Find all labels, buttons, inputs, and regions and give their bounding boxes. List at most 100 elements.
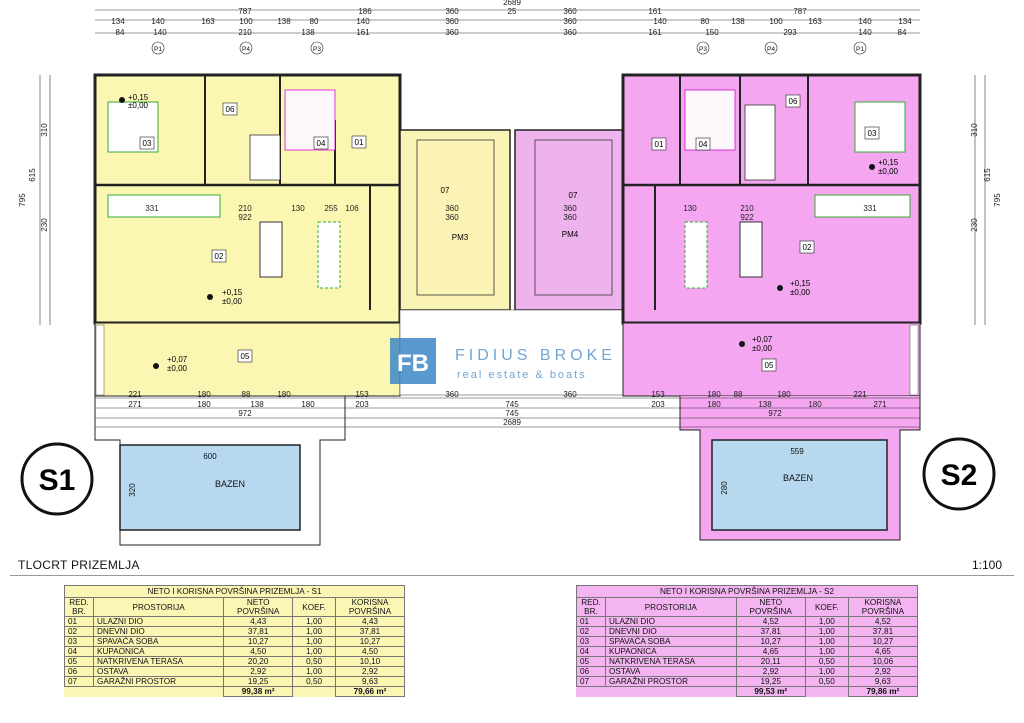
level-crosshairs — [119, 97, 875, 369]
dim-r3-150r: 150 — [705, 28, 719, 37]
dim-r2-134r: 134 — [898, 17, 912, 26]
svg-text:153: 153 — [651, 390, 665, 399]
svg-text:745: 745 — [505, 409, 519, 418]
s2-bed — [854, 101, 906, 153]
table-cell: 0,50 — [804, 676, 849, 687]
svg-text:130: 130 — [291, 204, 305, 213]
svg-text:221: 221 — [128, 390, 142, 399]
table-cell: 10,06 — [847, 656, 919, 667]
table-cell: 10,27 — [735, 636, 806, 647]
room-codes-s2: 01 02 03 04 05 06 — [651, 94, 880, 372]
s2-terrace-steps — [909, 324, 919, 396]
pm3-label: PM3 — [452, 233, 469, 242]
table-s1-h-neto: NETO POVRŠINA — [223, 597, 294, 617]
dim-r3-161r: 161 — [648, 28, 662, 37]
s2-dining-table — [739, 221, 763, 278]
dim-r2-163r: 163 — [808, 17, 822, 26]
svg-text:255: 255 — [324, 204, 338, 213]
s2-sofa — [814, 194, 911, 218]
table-cell: NATKRIVENA TERASA — [605, 656, 737, 667]
svg-text:P1: P1 — [856, 46, 864, 53]
svg-text:88: 88 — [242, 390, 251, 399]
table-s2-h-koef: KOEF. — [804, 597, 849, 617]
dim-r2-138: 138 — [277, 17, 291, 26]
dim-r3-161: 161 — [356, 28, 370, 37]
table-cell: KUPAONICA — [92, 646, 225, 657]
room-codes-s1: 01 02 03 04 05 06 — [139, 102, 367, 363]
table-cell: 4,52 — [735, 616, 806, 627]
table-s2-h-no: RED. BR. — [576, 597, 606, 617]
table-cell: 4,52 — [847, 616, 919, 627]
watermark-title: FIDIUS BROKE — [455, 347, 616, 364]
s1-pool — [119, 444, 301, 531]
dim-r3-84r: 84 — [898, 28, 907, 37]
svg-text:FB: FB — [397, 350, 429, 377]
svg-text:S1: S1 — [39, 464, 76, 497]
svg-text:360: 360 — [563, 204, 577, 213]
watermark-subtitle: real estate & boats — [457, 369, 587, 381]
svg-text:S2: S2 — [941, 459, 978, 492]
table-s1-total-korisna: 79,66 m² — [335, 686, 405, 697]
bottom-dimension-lines — [95, 397, 920, 428]
svg-text:972: 972 — [768, 409, 782, 418]
table-cell: OSTAVA — [605, 666, 737, 677]
top-dimension-chain — [95, 9, 920, 34]
table-s2-total-korisna: 79,86 m² — [847, 686, 919, 697]
table-cell: 4,50 — [223, 646, 294, 657]
table-cell: 1,00 — [292, 626, 337, 637]
table-cell: 07 — [64, 676, 94, 687]
table-cell: 2,92 — [847, 666, 919, 677]
bottom-dimension-text: 221 180 88 180 153 360 360 153 180 88 18… — [128, 390, 887, 427]
unit-badge-s2: S2 — [922, 437, 996, 511]
svg-text:745: 745 — [505, 400, 519, 409]
table-cell: 03 — [576, 636, 606, 647]
table-cell: 4,65 — [847, 646, 919, 657]
dim-r2-360r: 360 — [563, 17, 577, 26]
svg-text:P3: P3 — [699, 46, 707, 53]
dim-r3-293r: 293 — [783, 28, 797, 37]
s2-room-02: 02 — [803, 243, 812, 252]
side-dimension-text: 615 795 310 230 310 615 795 230 — [18, 123, 1002, 232]
table-cell: 1,00 — [804, 666, 849, 677]
table-cell: 4,43 — [223, 616, 294, 627]
svg-text:180: 180 — [707, 390, 721, 399]
table-cell: 06 — [64, 666, 94, 677]
watermark: FB FIDIUS BROKE real estate & boats — [390, 338, 616, 384]
sheet-divider — [10, 575, 1014, 576]
dim-r3-140r: 140 — [858, 28, 872, 37]
dim-r3-210: 210 — [238, 28, 252, 37]
table-cell: DNEVNI DIO — [92, 626, 225, 637]
table-cell: 37,81 — [335, 626, 405, 637]
table-cell: 06 — [576, 666, 606, 677]
s1-room-01: 01 — [355, 138, 364, 147]
svg-text:331: 331 — [863, 204, 877, 213]
svg-text:2689: 2689 — [503, 418, 521, 427]
table-s1-h-korisna: KORISNA POVRŠINA — [335, 597, 405, 617]
pm3-room-code: 07 — [441, 186, 450, 195]
table-cell: 10,10 — [335, 656, 405, 667]
pool-s2-depth: 280 — [720, 481, 729, 495]
table-cell: 04 — [64, 646, 94, 657]
table-cell: 37,81 — [847, 626, 919, 637]
table-cell: 1,00 — [292, 666, 337, 677]
unit-s1-plan — [93, 73, 402, 546]
svg-text:795: 795 — [18, 193, 27, 207]
dim-r3-360r: 360 — [563, 28, 577, 37]
table-cell: 37,81 — [223, 626, 294, 637]
table-cell: 1,00 — [804, 626, 849, 637]
svg-text:180: 180 — [301, 400, 315, 409]
table-cell: 01 — [64, 616, 94, 627]
pool-s1-label: BAZEN — [215, 479, 245, 489]
level-s2-terrace: +0,07 — [752, 335, 773, 344]
level-s2-living-0: ±0,00 — [790, 288, 811, 297]
table-cell: 02 — [64, 626, 94, 637]
s2-room-05: 05 — [765, 361, 774, 370]
svg-text:360: 360 — [563, 390, 577, 399]
